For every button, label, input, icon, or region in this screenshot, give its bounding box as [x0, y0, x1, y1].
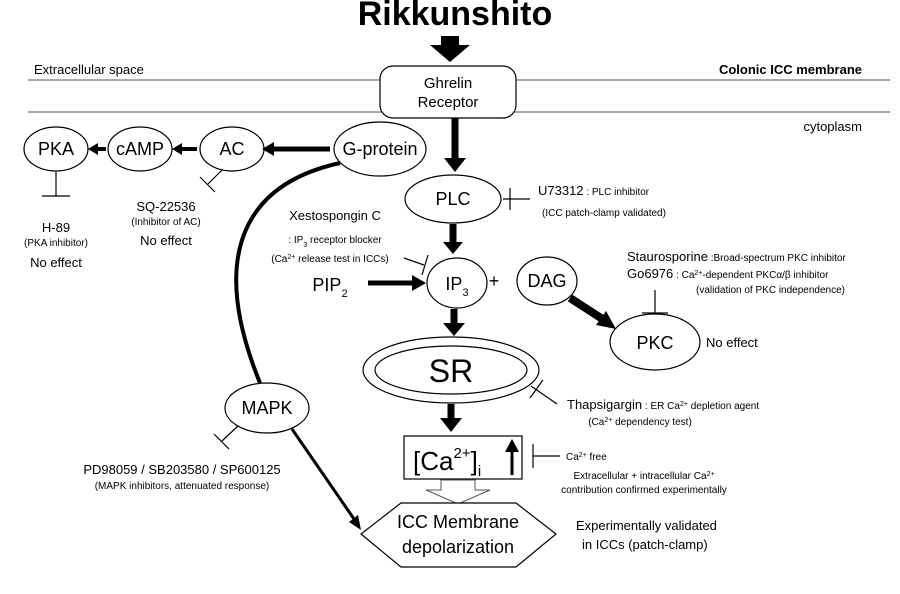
thapsi-inhibit-line: [530, 385, 558, 405]
u73312-text: U73312 : PLC inhibitor: [538, 183, 650, 198]
sq-inhibit-line: [207, 169, 223, 185]
title-arrow: [430, 36, 470, 62]
plc-label: PLC: [435, 189, 470, 209]
icc-label-2: depolarization: [402, 537, 514, 557]
calcium-up-arrow: [505, 439, 519, 452]
arrowhead-plc: [444, 158, 466, 172]
extracellular-label: Extracellular space: [34, 62, 144, 77]
go-text: Go6976 : Ca2+-dependent PKCα/β inhibitor: [627, 266, 829, 281]
cytoplasm-label: cytoplasm: [803, 119, 862, 134]
icc-depolarization-node: [360, 502, 557, 568]
arrowhead-mapk-icc: [349, 515, 361, 530]
u73312-valid: (ICC patch-clamp validated): [542, 208, 666, 219]
xesto-role: : IP3 receptor blocker: [288, 235, 382, 249]
mapk-inhibit-bar: [213, 433, 230, 450]
sq-name: SQ-22536: [136, 199, 195, 214]
cafree-note-1: Extracellular + intracellular Ca2+: [573, 471, 714, 483]
ac-label: AC: [219, 139, 244, 159]
xesto-inhibit-bar: [421, 254, 429, 276]
dag-label: DAG: [527, 271, 566, 291]
pip2-label: PIP2: [312, 275, 347, 300]
mapk-inhibitors-role: (MAPK inhibitors, attenuated response): [95, 481, 270, 492]
calcium-label: [Ca2+]i: [413, 445, 481, 480]
pkc-label: PKC: [636, 333, 673, 353]
h89-role: (PKA inhibitor): [24, 238, 88, 249]
icc-valid-2: in ICCs (patch-clamp): [582, 537, 708, 552]
arrowhead-sr: [443, 323, 465, 336]
mapk-inhibitors: PD98059 / SB203580 / SP600125: [83, 462, 280, 477]
mapk-inhibit-line: [221, 425, 239, 442]
plc-node: [404, 174, 502, 224]
icc-label-1: ICC Membrane: [397, 512, 519, 532]
sq-role: (Inhibitor of AC): [131, 217, 200, 228]
xesto-inhibit-line: [403, 257, 425, 266]
arrowhead-ac: [262, 142, 274, 156]
pkc-node: [609, 313, 701, 371]
h89-effect: No effect: [30, 255, 82, 270]
sr-inner: [374, 345, 528, 395]
xesto-test: (Ca2+ release test in ICCs): [271, 254, 388, 266]
gprotein-node: [333, 121, 427, 177]
go-valid: (validation of PKC independence): [696, 285, 845, 296]
sr-label: SR: [429, 353, 473, 389]
diagram-title: Rikkunshito: [358, 0, 553, 33]
arrow-mapk-icc: [290, 428, 356, 520]
ip3-label: IP3: [445, 274, 468, 299]
arrowhead-ca: [440, 418, 462, 432]
sq-effect: No effect: [140, 233, 192, 248]
sq-inhibit-bar: [199, 176, 216, 193]
arrow-gprotein-mapk: [234, 161, 341, 384]
dag-node: [516, 256, 578, 306]
h89-name: H-89: [42, 220, 70, 235]
mapk-node: [224, 382, 310, 434]
icc-valid-1: Experimentally validated: [576, 518, 717, 533]
thapsi-inhibit-bar: [529, 379, 544, 399]
arrowhead-ip3: [443, 242, 463, 254]
arrowhead-camp: [172, 143, 182, 155]
cafree-text: Ca2+ free: [566, 452, 607, 464]
thapsi-text: Thapsigargin : ER Ca2+ depletion agent: [567, 397, 759, 412]
arrowhead-pkc: [596, 311, 616, 329]
arrowhead-pka: [88, 143, 98, 155]
ip3-node: [426, 257, 488, 309]
camp-label: cAMP: [116, 139, 164, 159]
receptor-label-2: Receptor: [418, 94, 479, 111]
gprotein-label: G-protein: [342, 139, 417, 159]
ghrelin-receptor-box: [379, 65, 517, 119]
plus-sign: +: [489, 271, 500, 291]
mapk-label: MAPK: [241, 398, 292, 418]
receptor-label-1: Ghrelin: [424, 75, 472, 92]
colonic-membrane-label: Colonic ICC membrane: [719, 62, 862, 77]
arrow-dag-pkc: [567, 294, 607, 324]
pkc-effect: No effect: [706, 335, 758, 350]
hollow-arrow-ca-icc: [425, 479, 491, 505]
pka-label: PKA: [38, 139, 74, 159]
arrowhead-pip2: [412, 275, 426, 291]
calcium-box: [403, 435, 523, 480]
thapsi-test: (Ca2+ dependency test): [588, 417, 692, 429]
cafree-note-2: contribution confirmed experimentally: [561, 485, 727, 496]
xesto-name: Xestospongin C: [289, 208, 381, 223]
stauro-text: Staurosporine :Broad-spectrum PKC inhibi…: [627, 249, 846, 264]
